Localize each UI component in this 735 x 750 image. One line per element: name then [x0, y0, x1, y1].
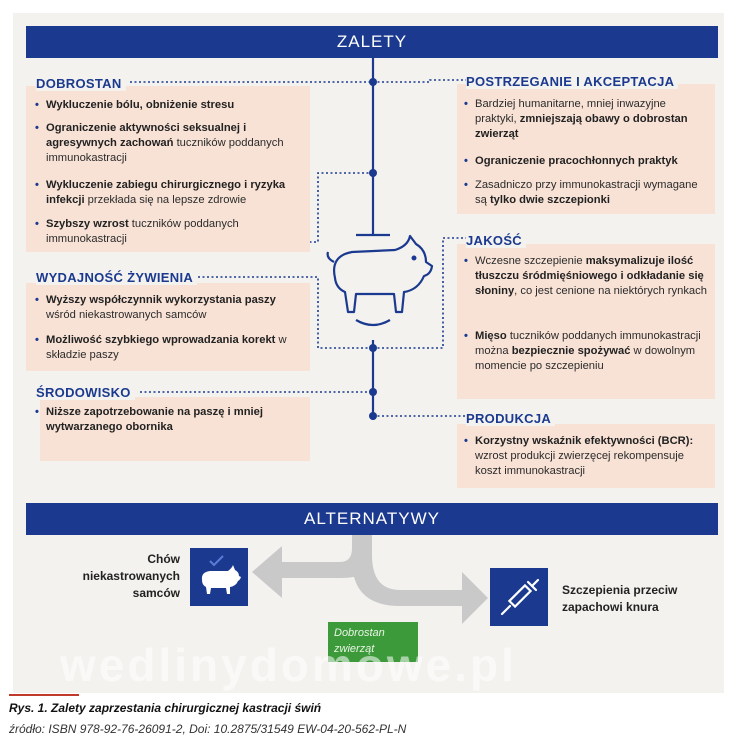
heading-jakosc: JAKOŚĆ: [466, 233, 526, 248]
banner-alternatywy: ALTERNATYWY: [26, 503, 718, 535]
list-item: Wczesne szczepienie maksymalizuje ilość …: [475, 254, 709, 299]
heading-postrzeganie: POSTRZEGANIE I AKCEPTACJA: [466, 74, 678, 89]
icon-box-vaccination: [490, 568, 548, 626]
figure-source: źródło: ISBN 978-92-76-26091-2, Doi: 10.…: [9, 722, 406, 736]
heading-wydajnosc: WYDAJNOŚĆ ŻYWIENIA: [36, 270, 197, 285]
watermark: wedlinydomowe.pl: [60, 638, 517, 692]
list-item: Wykluczenie zabiegu chirurgicznego i ryz…: [46, 178, 296, 208]
caption-rule: [9, 694, 79, 696]
list-item: Ograniczenie aktywności seksualnej i agr…: [46, 121, 296, 166]
list-item: Wyższy współczynnik wykorzystania paszy …: [46, 293, 296, 323]
pig-icon: [328, 236, 432, 312]
icon-box-uncastrated: [190, 548, 248, 606]
heading-produkcja: PRODUKCJA: [466, 411, 555, 426]
pig-icon: [190, 548, 248, 606]
list-item: Szybszy wzrost tuczników poddanych immun…: [46, 217, 296, 247]
list-item: Możliwość szybkiego wprowadzania korekt …: [46, 333, 296, 363]
list-item: Mięso tuczników poddanych immunokastracj…: [475, 329, 709, 374]
heading-dobrostan: DOBROSTAN: [36, 76, 126, 91]
banner-zalety: ZALETY: [26, 26, 718, 58]
figure-caption: Rys. 1. Zalety zaprzestania chirurgiczne…: [9, 701, 321, 715]
list-item: Bardziej humanitarne, mniej inwazyjne pr…: [475, 97, 709, 142]
list-item: Niższe zapotrzebowanie na paszę i mniej …: [46, 405, 276, 435]
label-uncastrated-males: Chów niekastrowanych samców: [60, 551, 180, 602]
heading-srodowisko: ŚRODOWISKO: [36, 385, 135, 400]
label-vaccination: Szczepienia przeciw zapachowi knura: [562, 582, 712, 616]
syringe-icon: [490, 568, 548, 626]
list-item: Zasadniczo przy immunokastracji wymagane…: [475, 178, 709, 208]
list-item: Ograniczenie pracochłonnych praktyk: [475, 154, 715, 169]
list-item: Wykluczenie bólu, obniżenie stresu: [46, 98, 296, 113]
list-item: Korzystny wskaźnik efektywności (BCR): w…: [475, 434, 709, 479]
